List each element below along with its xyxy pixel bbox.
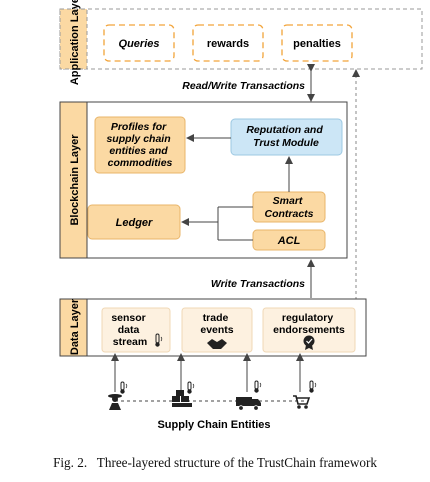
data-layer: Data Layer sensor data stream trade even… <box>59 298 367 357</box>
ledger-label: Ledger <box>116 217 153 229</box>
penalties-label: penalties <box>293 38 341 50</box>
thermometer-icon <box>309 380 317 393</box>
blockchain-layer-label: Blockchain Layer <box>69 134 81 226</box>
data-layer-band <box>59 298 88 357</box>
acl-label: ACL <box>277 235 301 247</box>
reputation-trust-box <box>230 118 343 156</box>
application-layer-band <box>59 8 88 70</box>
penalties-box <box>281 24 353 62</box>
trade-events-box <box>181 307 253 353</box>
blockchain-layer: Blockchain Layer Profiles for supply cha… <box>59 101 348 259</box>
queries-box <box>103 24 175 62</box>
sensor-data-box <box>101 307 171 353</box>
thermometer-icon <box>254 380 262 393</box>
write-label: Write Transactions <box>211 278 305 290</box>
profiles-box <box>94 116 186 174</box>
application-layer: Application Layer Queries rewards penalt… <box>59 0 423 85</box>
reputation-trust-text: Reputation and Trust Module <box>246 124 325 149</box>
application-layer-label: Application Layer <box>69 0 81 85</box>
smart-contracts-text: Smart Contracts <box>264 195 313 220</box>
shopping-cart-icon <box>293 395 311 409</box>
data-layer-label: Data Layer <box>69 298 81 355</box>
farmer-icon <box>108 394 122 410</box>
figure-caption: Fig. 2. Three-layered structure of the T… <box>53 455 377 470</box>
trade-events-text: trade events <box>200 312 233 336</box>
thermometer-icon <box>155 333 163 347</box>
sensor-data-text: sensor data stream <box>111 312 148 348</box>
read-write-label: Read/Write Transactions <box>182 80 305 92</box>
ledger-box <box>87 204 181 240</box>
rewards-box <box>192 24 264 62</box>
regulatory-box <box>262 307 356 353</box>
profiles-text: Profiles for supply chain entities and c… <box>106 121 173 169</box>
supply-chain-entities-label: Supply Chain Entities <box>157 419 270 431</box>
truck-icon <box>236 397 261 411</box>
handshake-icon <box>207 339 227 349</box>
award-badge-icon <box>303 335 315 350</box>
blockchain-layer-band <box>59 101 88 259</box>
forklift-icon <box>172 390 192 407</box>
rewards-label: rewards <box>207 38 249 50</box>
queries-label: Queries <box>119 38 160 50</box>
thermometer-icon <box>187 381 195 394</box>
thermometer-icon <box>120 381 128 394</box>
trustchain-diagram: Application Layer Queries rewards penalt… <box>59 0 423 431</box>
regulatory-text: regulatory endorsements <box>273 312 345 336</box>
